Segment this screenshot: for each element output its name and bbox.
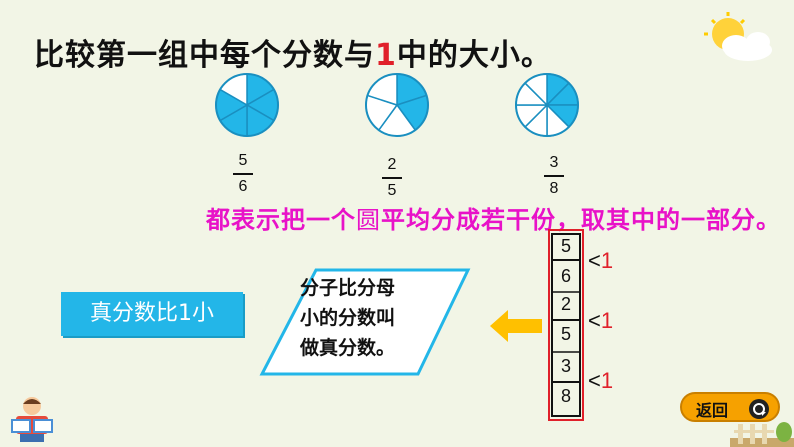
circle-outline xyxy=(515,73,579,137)
numerator: 3 xyxy=(560,356,571,376)
proper-fraction-label-box: 真分数比1小 xyxy=(61,292,243,336)
denominator: 6 xyxy=(560,266,571,286)
definition-line: 分子比分母 xyxy=(300,277,396,299)
statement-part1: 都表示把一个 xyxy=(206,206,356,234)
left-arrow-icon xyxy=(490,310,542,342)
definition-line: 做真分数。 xyxy=(300,337,396,359)
comparison-2: <1 xyxy=(588,308,613,334)
comparison-value: 1 xyxy=(600,368,614,393)
circle-outline xyxy=(215,73,279,137)
fraction-bar xyxy=(233,173,253,175)
statement-part2: 圆 xyxy=(356,206,381,234)
circle-outline xyxy=(365,73,429,137)
numerator: 2 xyxy=(387,156,397,173)
fraction-bar xyxy=(544,175,564,177)
fraction-circle-3-8 xyxy=(515,73,579,137)
numerator: 5 xyxy=(238,152,248,169)
less-than-symbol: < xyxy=(588,248,601,273)
fraction-3-8: 3 8 xyxy=(544,152,564,200)
less-than-symbol: < xyxy=(588,308,601,333)
statement-text: 都表示把一个圆平均分成若干份，取其中的一部分。 xyxy=(206,200,781,235)
denominator: 5 xyxy=(560,324,571,344)
fraction-5-6: 5 6 xyxy=(233,150,253,198)
denominator: 6 xyxy=(238,178,248,195)
sun-cloud-icon xyxy=(704,12,772,61)
comparison-value: 1 xyxy=(600,308,614,333)
comparison-1: <1 xyxy=(588,248,613,274)
fraction-2-5: 2 5 xyxy=(382,154,402,202)
definition-callout xyxy=(259,268,471,376)
definition-text: 分子比分母 小的分数叫 做真分数。 xyxy=(300,273,450,363)
numerator: 5 xyxy=(560,236,571,256)
definition-line: 小的分数叫 xyxy=(300,307,396,329)
comparison-value: 1 xyxy=(600,248,614,273)
title-suffix: 中的大小。 xyxy=(396,38,552,73)
numerator: 3 xyxy=(549,154,559,171)
denominator: 5 xyxy=(387,182,397,199)
fraction-circle-5-6 xyxy=(215,73,279,137)
fraction-bar xyxy=(382,177,402,179)
back-button-label: 返回 xyxy=(696,401,729,420)
fraction-circle-2-5 xyxy=(365,73,429,137)
denominator: 8 xyxy=(549,180,559,197)
back-button[interactable]: 返回 xyxy=(680,392,780,422)
stacked-fractions-frame xyxy=(548,229,584,421)
fence-scenery-icon xyxy=(730,422,794,447)
page-title: 比较第一组中每个分数与1中的大小。 xyxy=(34,30,552,74)
less-than-symbol: < xyxy=(588,368,601,393)
title-prefix: 比较第一组中每个分数与 xyxy=(34,38,375,73)
numerator: 2 xyxy=(560,294,571,314)
back-circle-icon xyxy=(749,399,769,419)
stacked-fractions: 5 6 2 5 3 8 xyxy=(553,236,579,418)
reading-child-icon xyxy=(11,397,53,442)
title-number: 1 xyxy=(375,38,397,73)
comparison-3: <1 xyxy=(588,368,613,394)
denominator: 8 xyxy=(560,386,571,406)
